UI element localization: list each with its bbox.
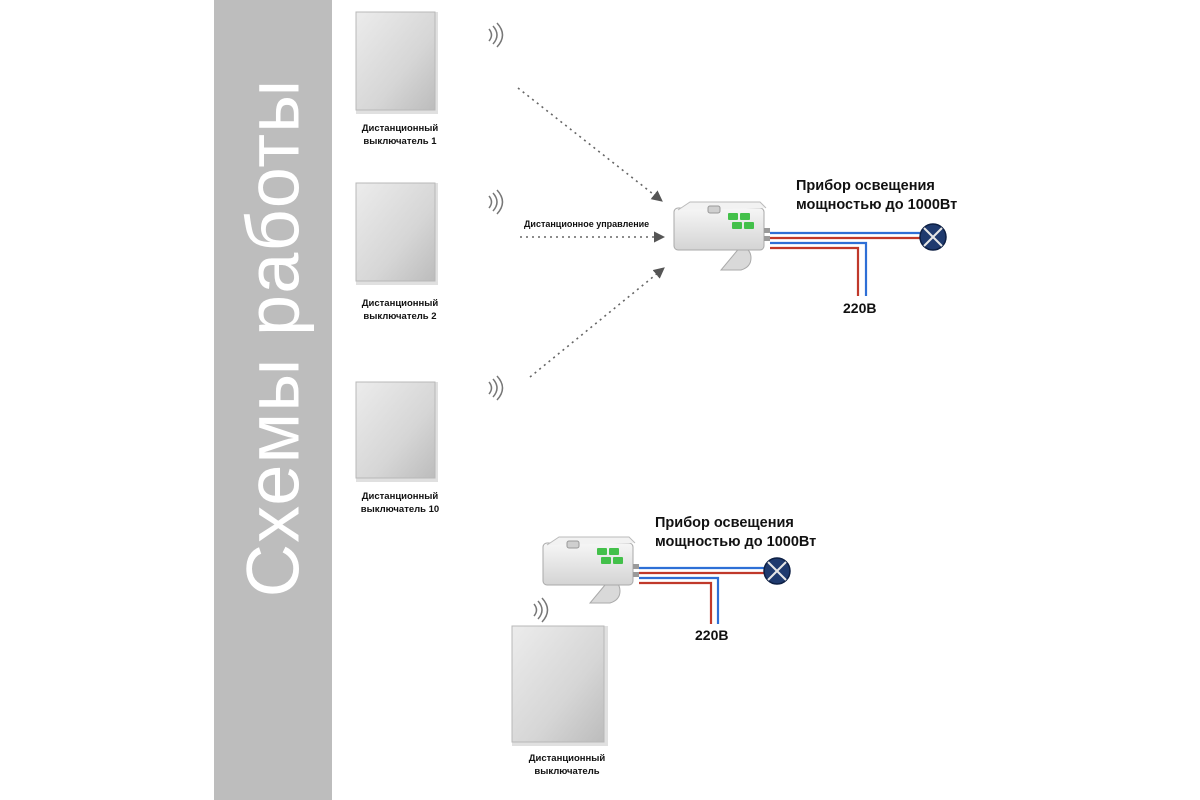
wiring: [770, 231, 920, 296]
switch-10-label: Дистанционный выключатель 10: [355, 490, 445, 516]
switch-bottom-label: Дистанционный выключатель: [522, 752, 612, 778]
relay-module-bottom: [542, 536, 639, 604]
lamp-label-line1: Прибор освещения: [796, 178, 935, 194]
switch-2: [355, 182, 438, 285]
radio-link-10: [529, 267, 665, 378]
lamp-label-bottom-line2: мощностью до 1000Вт: [655, 534, 817, 550]
signal-icon: [533, 597, 549, 623]
switch-10-label-line1: Дистанционный: [361, 491, 439, 502]
lamp-icon: [763, 557, 791, 585]
switch-bottom: [511, 625, 608, 746]
switch-1-label-line1: Дистанционный: [361, 123, 439, 134]
switch-10: [355, 381, 438, 482]
lamp-label-bottom: Прибор освещения мощностью до 1000Вт: [655, 514, 816, 552]
signal-icon: [488, 22, 504, 48]
switch-10-label-line2: выключатель 10: [360, 504, 440, 515]
lamp-label: Прибор освещения мощностью до 1000Вт: [796, 177, 957, 215]
signal-icon: [488, 375, 504, 401]
radio-link-1: [517, 87, 663, 202]
signal-icon: [488, 189, 504, 215]
sidebar: Схемы работы: [214, 0, 332, 800]
switch-1: [355, 11, 438, 114]
voltage-label-bottom: 220В: [695, 627, 729, 643]
lamp-label-bottom-line1: Прибор освещения: [655, 515, 794, 531]
switch-1-label: Дистанционный выключатель 1: [355, 122, 445, 148]
switch-bottom-label-line1: Дистанционный: [528, 753, 606, 764]
voltage-label: 220В: [843, 300, 877, 316]
relay-module: [673, 201, 770, 271]
switch-2-label-line1: Дистанционный: [361, 298, 439, 309]
switch-2-label: Дистанционный выключатель 2: [355, 297, 445, 323]
switch-2-label-line2: выключатель 2: [363, 311, 437, 322]
switch-bottom-label-line2: выключатель: [534, 766, 600, 777]
wiring-bottom: [639, 566, 764, 624]
lamp-icon: [919, 223, 947, 251]
lamp-label-line2: мощностью до 1000Вт: [796, 197, 958, 213]
switch-1-label-line2: выключатель 1: [363, 136, 437, 147]
remote-control-label: Дистанционное управление: [524, 219, 650, 229]
